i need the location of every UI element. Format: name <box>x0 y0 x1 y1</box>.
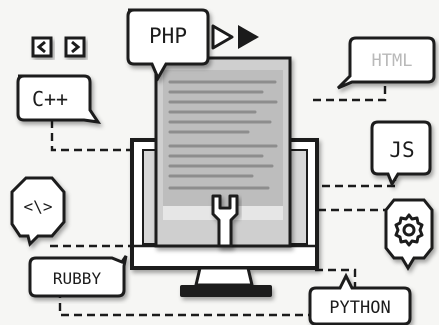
html-label: HTML <box>372 51 413 71</box>
chevron-right-icon[interactable] <box>64 36 86 58</box>
wrench-icon <box>211 194 239 248</box>
chevron-left-icon[interactable] <box>31 36 53 58</box>
ruby-bubble: RUBBY <box>28 255 128 298</box>
gear-icon <box>384 198 434 271</box>
html-bubble: HTML <box>336 36 436 90</box>
cpp-label: C++ <box>32 87 68 111</box>
ruby-label: RUBBY <box>53 269 102 288</box>
js-bubble: JS <box>370 120 432 188</box>
code-tag-label: <\> <box>24 197 53 216</box>
python-bubble: PYTHON <box>308 272 412 325</box>
code-tag-bubble: <\> <box>10 176 66 247</box>
python-label: PYTHON <box>329 298 390 318</box>
cpp-bubble: C++ <box>16 74 102 124</box>
connector-lines <box>50 73 397 317</box>
play-icon <box>211 24 259 50</box>
js-label: JS <box>389 138 414 162</box>
php-bubble: PHP <box>126 8 210 82</box>
php-label: PHP <box>149 24 187 48</box>
